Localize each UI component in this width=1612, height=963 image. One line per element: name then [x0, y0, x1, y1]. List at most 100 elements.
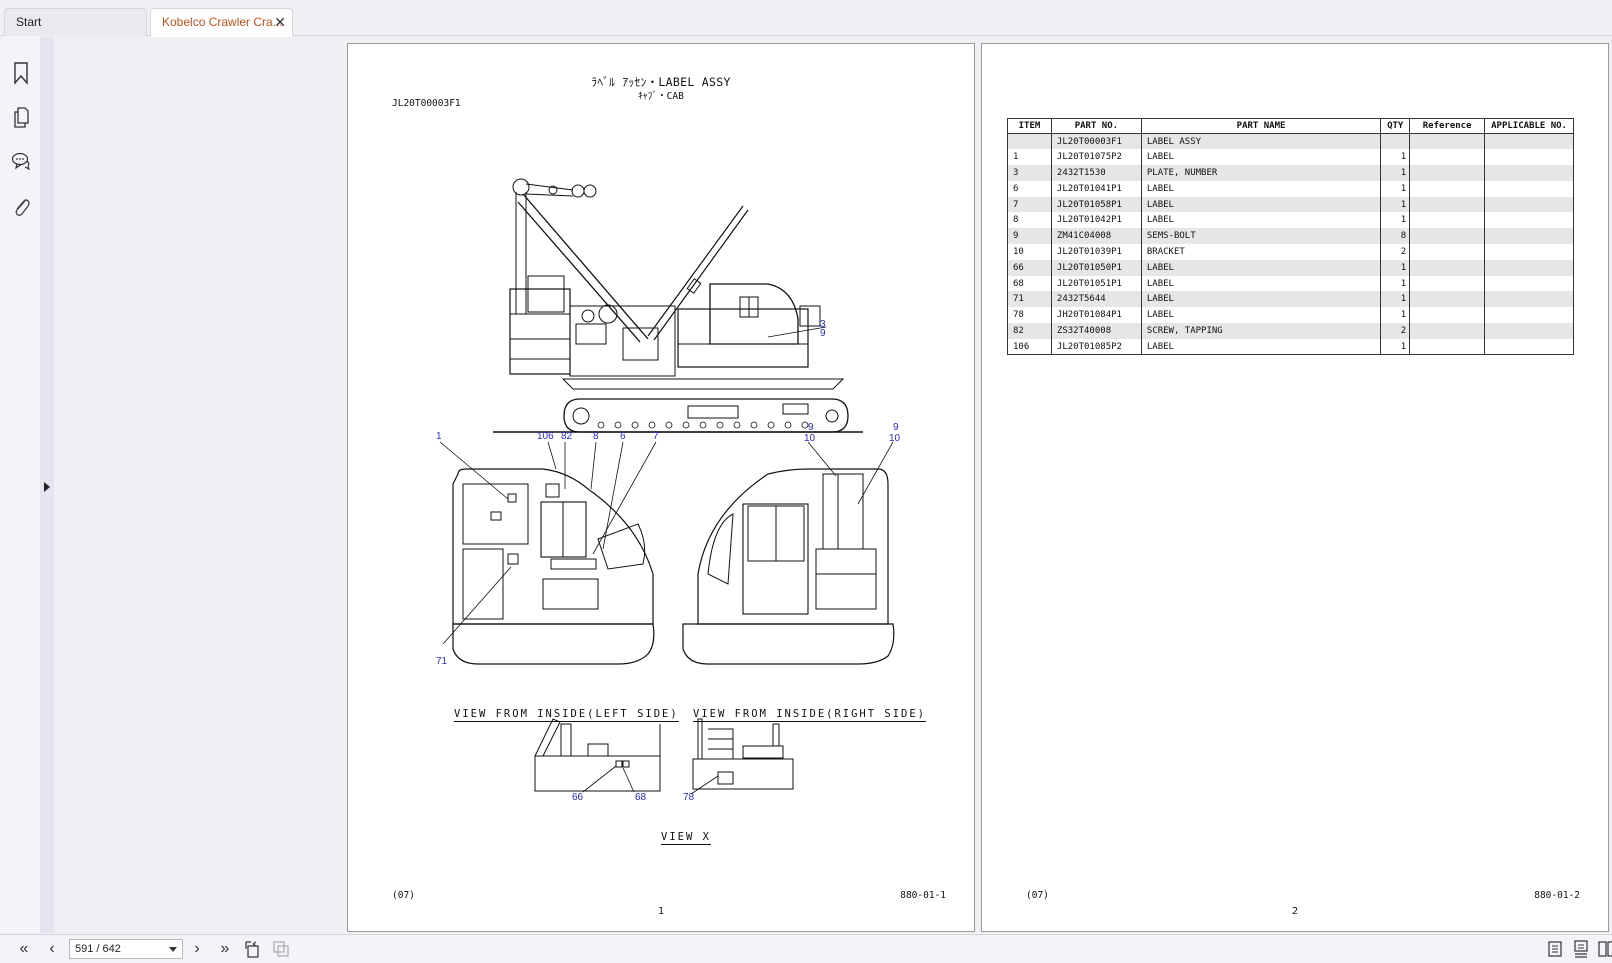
drawing-subtitle: ｷｬﾌﾞ・CAB: [638, 91, 684, 102]
bookmark-icon[interactable]: [11, 61, 31, 85]
header-item: ITEM: [1007, 118, 1052, 134]
rotate-page-icon[interactable]: [244, 940, 262, 958]
cell-part-name: LABEL: [1140, 180, 1382, 197]
cell-item: 3: [1007, 165, 1052, 181]
page-code: 880-01-2: [1534, 890, 1580, 901]
cell-reference: [1409, 259, 1486, 276]
cell-part-no: JL20T00003F1: [1050, 133, 1142, 150]
cell-qty: [1380, 133, 1411, 150]
cell-part-name: LABEL: [1140, 275, 1382, 292]
header-reference: Reference: [1409, 118, 1486, 134]
pages-icon[interactable]: [11, 105, 31, 129]
cell-item: 1: [1007, 149, 1052, 166]
comments-icon[interactable]: [11, 149, 31, 173]
cell-part-name: LABEL: [1140, 149, 1382, 166]
cell-qty: 2: [1380, 244, 1411, 260]
cell-qty: 1: [1380, 307, 1411, 324]
page-code: 880-01-1: [900, 890, 946, 901]
cell-part-no: 2432T5644: [1050, 291, 1142, 308]
cell-qty: 1: [1380, 291, 1411, 308]
cell-reference: [1409, 196, 1486, 213]
cell-applicable: [1484, 180, 1574, 197]
next-page-button[interactable]: ›: [194, 940, 200, 957]
cell-part-name: LABEL: [1140, 291, 1382, 308]
cell-applicable: [1484, 196, 1574, 213]
cell-applicable: [1484, 149, 1574, 166]
cell-item: 71: [1007, 291, 1052, 308]
cell-applicable: [1484, 338, 1574, 355]
cell-part-name: LABEL: [1140, 307, 1382, 324]
callout-3: 3: [820, 319, 826, 330]
cell-qty: 1: [1380, 338, 1411, 355]
last-page-button[interactable]: »: [220, 940, 230, 957]
two-page-icon[interactable]: [1598, 940, 1612, 958]
cell-reference: [1409, 338, 1486, 355]
cell-qty: 1: [1380, 275, 1411, 292]
tab-document[interactable]: Kobelco Crawler Cra... ✕: [150, 8, 293, 37]
cell-qty: 2: [1380, 323, 1411, 339]
cell-reference: [1409, 307, 1486, 324]
cab-right-side-view: [682, 441, 895, 665]
callout-8: 8: [593, 431, 599, 442]
view-x-drawings: [534, 718, 794, 795]
callout-10-far-right: 10: [889, 433, 901, 444]
cell-part-no: JL20T01085P2: [1050, 338, 1142, 355]
left-sidebar: [0, 37, 40, 933]
callout-78: 78: [683, 792, 695, 803]
single-page-icon[interactable]: [1546, 940, 1564, 958]
revision-code: (07): [1026, 890, 1049, 901]
continuous-page-icon[interactable]: [1572, 940, 1590, 958]
cell-applicable: [1484, 323, 1574, 339]
pdf-page-1: ﾗﾍﾞﾙ ｱｯｾﾝ・LABEL ASSY ｷｬﾌﾞ・CAB JL20T00003…: [347, 43, 975, 932]
cell-part-name: LABEL: [1140, 338, 1382, 355]
cell-reference: [1409, 133, 1486, 150]
cell-item: 66: [1007, 259, 1052, 276]
callout-9-far-right: 9: [893, 422, 899, 433]
cell-item: 8: [1007, 212, 1052, 229]
first-page-button[interactable]: «: [19, 940, 29, 957]
cell-reference: [1409, 323, 1486, 339]
callout-9: 9: [820, 328, 826, 339]
chevron-down-icon[interactable]: [169, 947, 177, 952]
extract-page-icon[interactable]: [272, 940, 290, 958]
cell-part-name: LABEL: [1140, 259, 1382, 276]
page-number-input[interactable]: 591 / 642: [69, 939, 183, 959]
view-label-left: VIEW FROM INSIDE(LEFT SIDE): [454, 708, 679, 722]
view-label-x: VIEW X: [661, 831, 711, 845]
previous-page-button[interactable]: ‹: [49, 940, 55, 957]
cell-qty: 1: [1380, 196, 1411, 213]
cell-applicable: [1484, 165, 1574, 181]
bottom-navigation-bar: « ‹ 591 / 642 › »: [0, 934, 1612, 963]
cell-item: 6: [1007, 180, 1052, 197]
close-tab-icon[interactable]: ✕: [274, 14, 286, 30]
cell-qty: 1: [1380, 180, 1411, 197]
expand-panel-arrow-icon[interactable]: [44, 482, 50, 492]
callout-9-right: 9: [808, 422, 814, 433]
attachment-icon[interactable]: [11, 195, 31, 219]
callout-6: 6: [620, 431, 626, 442]
cell-qty: 1: [1380, 149, 1411, 166]
page-number: 2: [1291, 906, 1299, 917]
cell-reference: [1409, 165, 1486, 181]
cell-item: 9: [1007, 228, 1052, 245]
tab-start[interactable]: Start: [4, 8, 147, 36]
header-qty: QTY: [1380, 118, 1411, 134]
cell-reference: [1409, 291, 1486, 308]
tab-label: Start: [16, 15, 42, 29]
cell-applicable: [1484, 307, 1574, 324]
document-number: JL20T00003F1: [392, 98, 461, 109]
cab-left-side-view: [439, 441, 657, 665]
cell-applicable: [1484, 228, 1574, 245]
cell-reference: [1409, 275, 1486, 292]
cell-part-no: JL20T01051P1: [1050, 275, 1142, 292]
cell-item: 106: [1007, 338, 1052, 355]
header-applicable-no: APPLICABLE NO.: [1484, 118, 1574, 134]
header-part-name: PART NAME: [1140, 118, 1382, 134]
callout-106: 106: [537, 431, 554, 442]
cell-applicable: [1484, 212, 1574, 229]
view-label-right: VIEW FROM INSIDE(RIGHT SIDE): [693, 708, 927, 722]
